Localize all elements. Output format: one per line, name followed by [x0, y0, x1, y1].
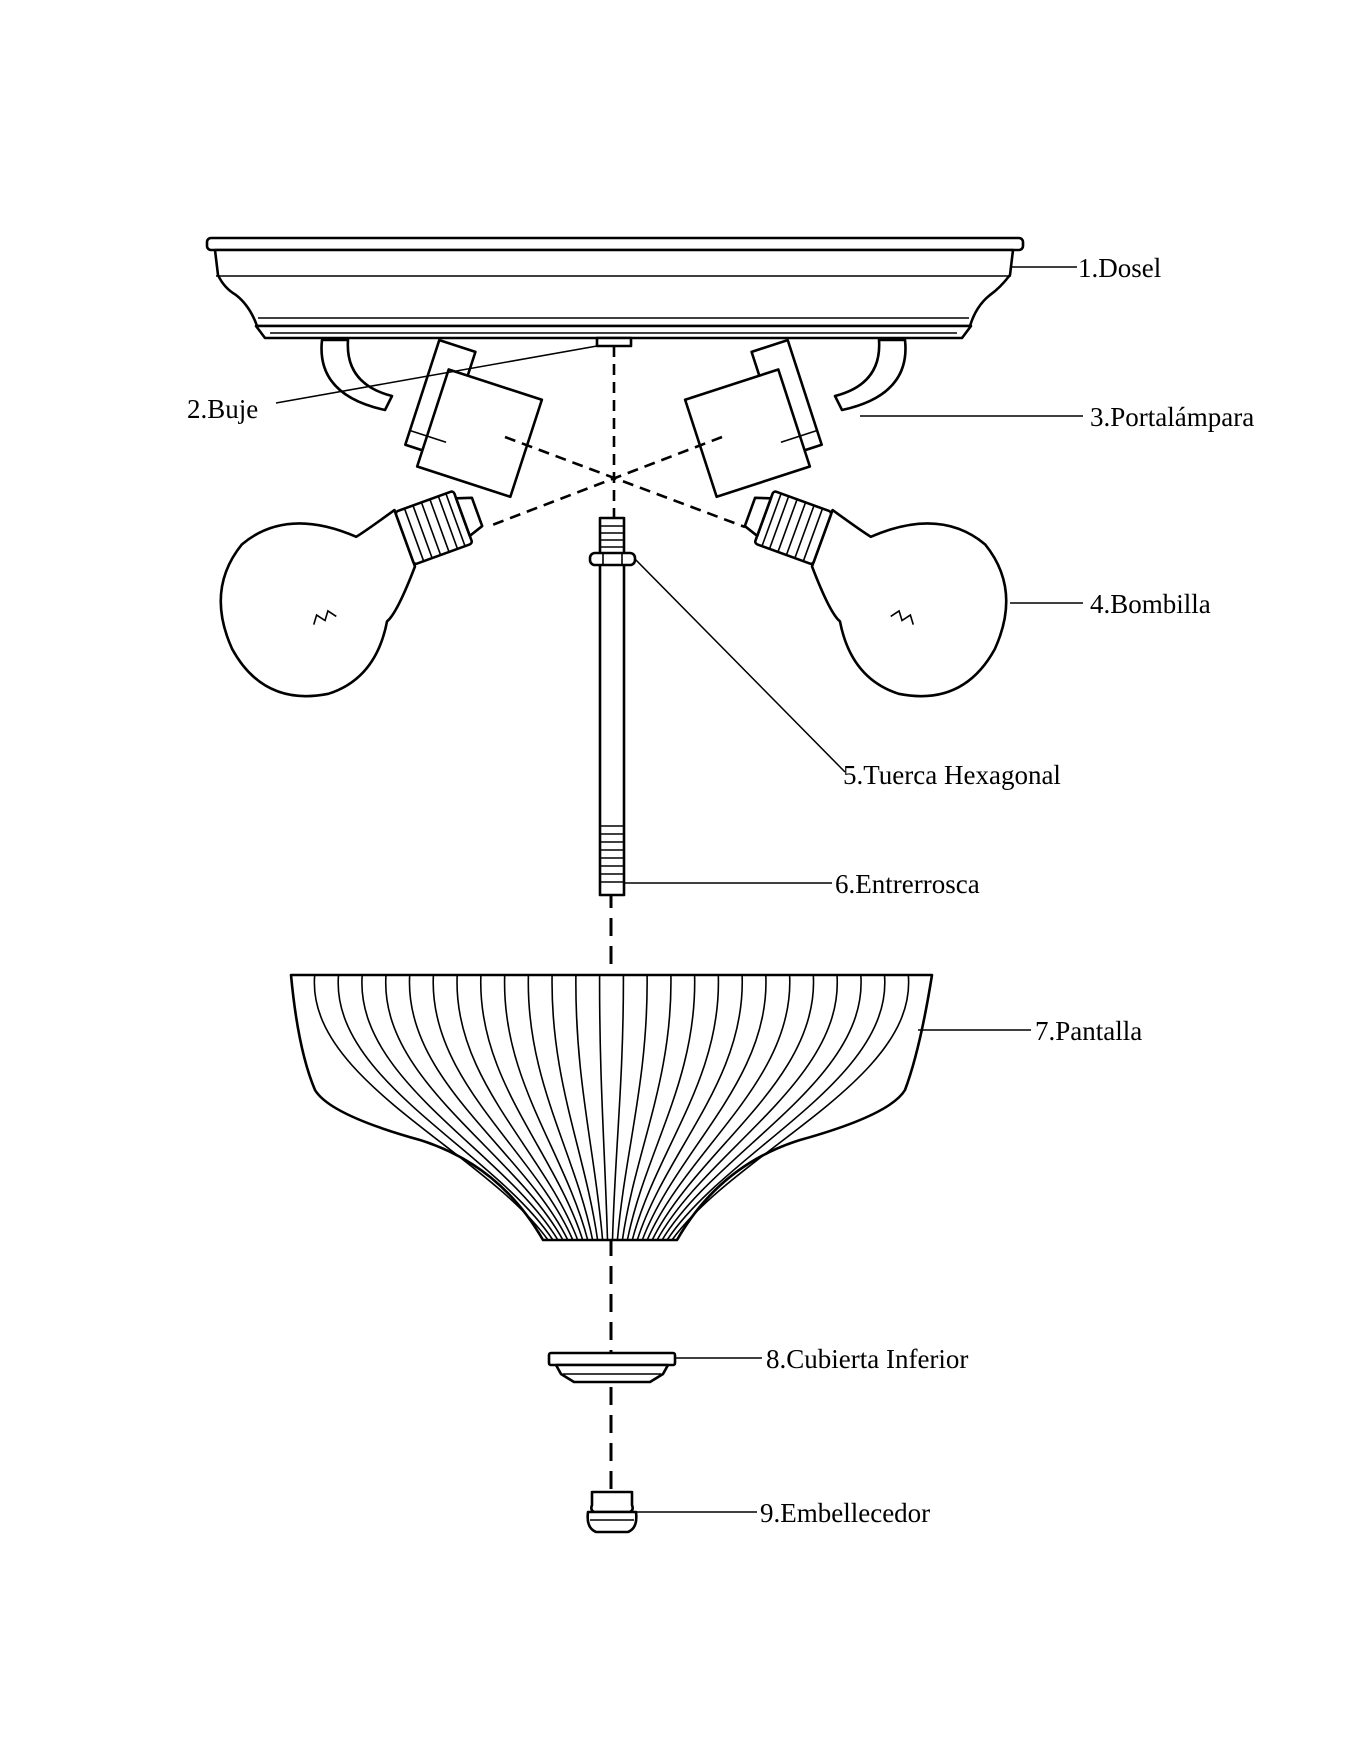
canopy-part: [207, 238, 1023, 346]
bulb-left: [197, 460, 518, 720]
threaded-rod: [600, 518, 624, 895]
label-portalampara: 3.Portalámpara: [1090, 402, 1254, 432]
socket-holder-left: [400, 340, 550, 497]
bottom-cover: [549, 1353, 675, 1382]
label-embellecedor: 9.Embellecedor: [760, 1498, 930, 1528]
label-buje: 2.Buje: [187, 394, 258, 424]
glass-shade: [291, 975, 932, 1240]
label-cubierta-inferior: 8.Cubierta Inferior: [766, 1344, 968, 1374]
arm-left: [322, 340, 392, 410]
hex-nut: [590, 553, 635, 565]
label-pantalla: 7.Pantalla: [1035, 1016, 1142, 1046]
label-tuerca-hexagonal: 5.Tuerca Hexagonal: [843, 760, 1061, 790]
bulb-right: [709, 460, 1030, 720]
arm-right: [835, 340, 905, 410]
label-entrerrosca: 6.Entrerrosca: [835, 869, 980, 899]
label-dosel: 1.Dosel: [1078, 253, 1161, 283]
socket-holder-right: [677, 340, 827, 497]
finial: [588, 1492, 637, 1532]
label-bombilla: 4.Bombilla: [1090, 589, 1211, 619]
